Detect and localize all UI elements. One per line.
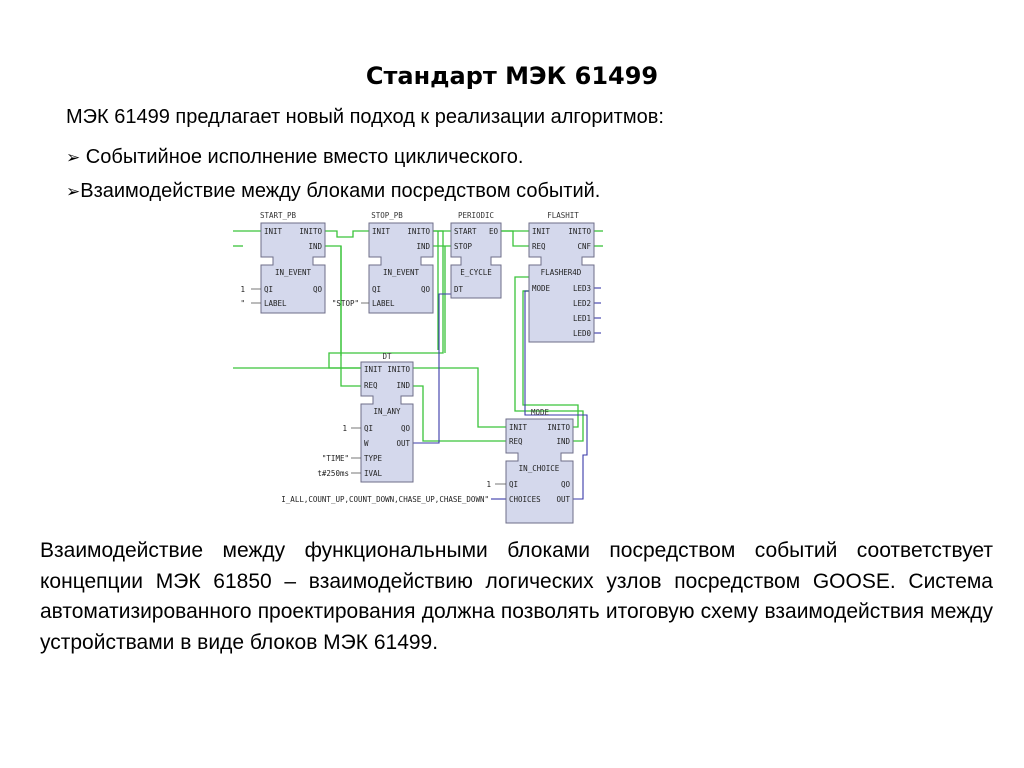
bullet-item: ➢Взаимодействие между блоками посредство… bbox=[66, 180, 600, 203]
data-input-label: MODE bbox=[532, 284, 551, 293]
data-input-label: LABEL bbox=[372, 299, 395, 308]
data-connections bbox=[413, 287, 601, 500]
param-value: "STOP" bbox=[332, 299, 359, 308]
event-input-label: STOP bbox=[454, 242, 473, 251]
data-input-label: QI bbox=[372, 285, 381, 294]
param-value: I_ALL,COUNT_UP,COUNT_DOWN,CHASE_UP,CHASE… bbox=[281, 495, 489, 504]
fb-mode: MODE INIT REQ INITO IND IN_CHOICE QI CHO… bbox=[281, 408, 574, 524]
fb-type-name: IN_ANY bbox=[373, 407, 401, 416]
param-value: " bbox=[240, 299, 245, 308]
fb-type-name: FLASHER4D bbox=[541, 268, 582, 277]
data-output-label: LED2 bbox=[573, 299, 591, 308]
param-value: 1 bbox=[486, 480, 491, 489]
param-value: 1 bbox=[342, 424, 347, 433]
data-input-label: QI bbox=[364, 424, 373, 433]
data-output-label: QO bbox=[421, 285, 431, 294]
event-input-label: INIT bbox=[264, 227, 283, 236]
event-connections bbox=[233, 230, 603, 442]
fb-type-name: IN_EVENT bbox=[275, 268, 312, 277]
event-output-label: CNF bbox=[577, 242, 591, 251]
data-input-label: CHOICES bbox=[509, 495, 541, 504]
data-output-label: OUT bbox=[556, 495, 570, 504]
fb-shape bbox=[505, 418, 574, 524]
event-output-label: INITO bbox=[387, 365, 410, 374]
fb-stop-pb: STOP_PB INIT INITO IND IN_EVENT QI LABEL… bbox=[332, 211, 434, 314]
event-input-label: REQ bbox=[532, 242, 546, 251]
bullet-text: Событийное исполнение вместо циклическог… bbox=[80, 146, 524, 168]
function-block-diagram: START_PB INIT INITO IND IN_EVENT QI LABE… bbox=[233, 211, 603, 524]
fb-instance-name: FLASHIT bbox=[547, 211, 579, 220]
event-input-label: INIT bbox=[372, 227, 391, 236]
fb-shape bbox=[360, 361, 414, 483]
fb-instance-name: PERIODIC bbox=[458, 211, 494, 220]
data-input-label: QI bbox=[509, 480, 518, 489]
data-input-label: QI bbox=[264, 285, 273, 294]
arrow-bullet-icon: ➢ bbox=[66, 148, 81, 168]
event-input-label: REQ bbox=[364, 381, 378, 390]
fb-instance-name: START_PB bbox=[260, 211, 297, 220]
data-output-label: QO bbox=[401, 424, 411, 433]
fb-type-name: IN_CHOICE bbox=[519, 464, 560, 473]
data-input-label: LABEL bbox=[264, 299, 287, 308]
param-value: 1 bbox=[240, 285, 245, 294]
event-output-label: INITO bbox=[299, 227, 322, 236]
fb-instance-name: MODE bbox=[531, 408, 550, 417]
slide-title: Стандарт МЭК 61499 bbox=[365, 62, 659, 90]
event-input-label: INIT bbox=[509, 423, 528, 432]
event-output-label: IND bbox=[556, 437, 570, 446]
event-output-label: INITO bbox=[547, 423, 570, 432]
fb-flashit: FLASHIT INIT REQ INITO CNF FLASHER4D MOD… bbox=[528, 211, 595, 343]
bullet-text: Взаимодействие между блоками посредством… bbox=[80, 180, 601, 202]
data-output-label: LED0 bbox=[573, 329, 592, 338]
fb-shape bbox=[260, 222, 326, 314]
bullet-item: ➢ Событийное исполнение вместо циклическ… bbox=[66, 146, 523, 169]
fb-type-name: E_CYCLE bbox=[460, 268, 492, 277]
fb-type-name: IN_EVENT bbox=[383, 268, 420, 277]
event-input-label: INIT bbox=[532, 227, 551, 236]
fb-instance-name: DT bbox=[382, 352, 392, 361]
fb-shape bbox=[528, 222, 595, 343]
event-output-label: IND bbox=[416, 242, 430, 251]
fb-dt: DT INIT REQ INITO IND IN_ANY QI W TYPE I… bbox=[317, 352, 414, 483]
data-output-label: LED1 bbox=[573, 314, 591, 323]
event-output-label: INITO bbox=[568, 227, 591, 236]
event-output-label: IND bbox=[308, 242, 322, 251]
event-input-label: INIT bbox=[364, 365, 383, 374]
fb-periodic: PERIODIC START STOP EO E_CYCLE DT bbox=[450, 211, 502, 299]
event-output-label: IND bbox=[396, 381, 410, 390]
param-value: t#250ms bbox=[317, 469, 349, 478]
data-input-label: TYPE bbox=[364, 454, 383, 463]
data-output-label: OUT bbox=[396, 439, 410, 448]
data-output-label: LED3 bbox=[573, 284, 591, 293]
fb-shape bbox=[368, 222, 434, 314]
data-output-label: QO bbox=[561, 480, 571, 489]
data-input-label: DT bbox=[454, 285, 464, 294]
fb-start-pb: START_PB INIT INITO IND IN_EVENT QI LABE… bbox=[240, 211, 326, 314]
event-input-label: START bbox=[454, 227, 477, 236]
description-paragraph: Взаимодействие между функциональными бло… bbox=[40, 539, 993, 654]
data-input-label: IVAL bbox=[364, 469, 383, 478]
fb-instance-name: STOP_PB bbox=[371, 211, 403, 220]
intro-text: МЭК 61499 предлагает новый подход к реал… bbox=[66, 106, 664, 128]
arrow-bullet-icon: ➢ bbox=[66, 182, 81, 202]
event-output-label: EO bbox=[489, 227, 499, 236]
param-value: "TIME" bbox=[322, 454, 349, 463]
event-output-label: INITO bbox=[407, 227, 430, 236]
event-input-label: REQ bbox=[509, 437, 523, 446]
data-input-label: W bbox=[364, 439, 369, 448]
fb-shape bbox=[450, 222, 502, 299]
data-output-label: QO bbox=[313, 285, 323, 294]
